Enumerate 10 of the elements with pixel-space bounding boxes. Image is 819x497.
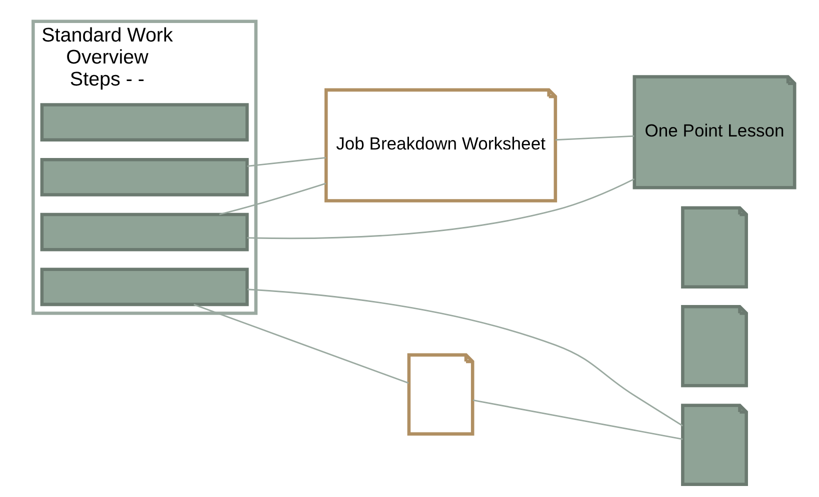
connector <box>555 135 634 141</box>
connector <box>247 288 683 426</box>
cluster: Standard Work Overview Steps - - <box>32 20 258 315</box>
connector <box>247 178 635 240</box>
node-bar <box>40 103 249 142</box>
node-bar <box>40 212 249 252</box>
node-bar <box>40 158 249 196</box>
connector <box>472 400 683 440</box>
node-bar <box>40 268 249 306</box>
connector <box>219 182 326 216</box>
